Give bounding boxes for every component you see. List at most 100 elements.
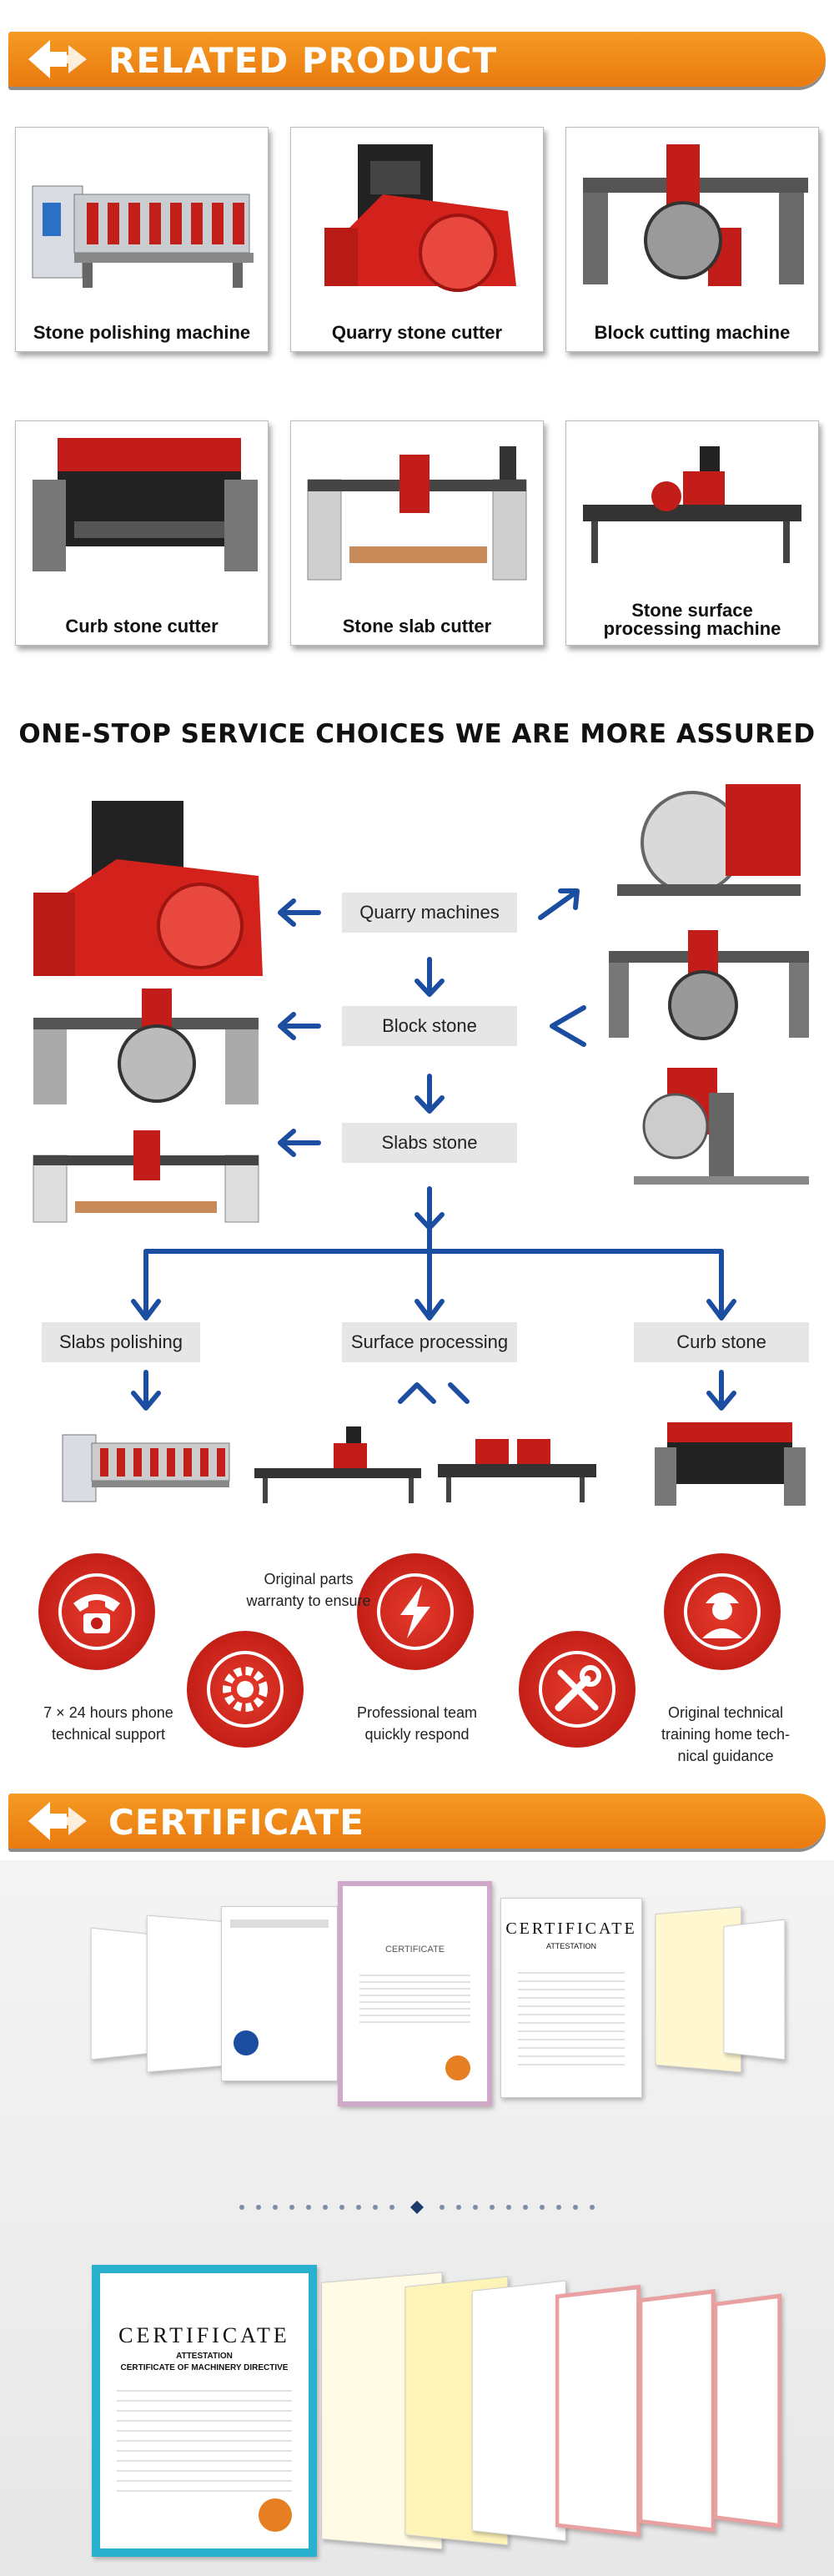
certificate-thumb xyxy=(639,2289,716,2533)
multi-blade-illustration xyxy=(634,1068,809,1185)
arrow-down-icon xyxy=(131,1370,161,1411)
certificate-thumb xyxy=(146,1914,234,2073)
product-label: Stone slab cutter xyxy=(342,616,492,636)
phone-support-text: 7 × 24 hours phone technical support xyxy=(17,1702,200,1745)
arrow-down-icon xyxy=(414,1186,445,1230)
tools-circle xyxy=(519,1631,636,1748)
certificate-thumb xyxy=(723,1919,786,2060)
block-machine-illustration xyxy=(33,989,259,1104)
team-respond-circle xyxy=(357,1553,474,1670)
block-cutting-machine-image xyxy=(583,144,808,286)
certificate-center-title: CERTIFICATE xyxy=(384,1945,445,1955)
product-card-block[interactable]: Block cutting machine xyxy=(565,127,819,352)
stone-slab-cutter-image xyxy=(307,446,527,581)
polishing-illustration xyxy=(62,1434,230,1502)
technician-circle xyxy=(664,1553,781,1670)
banner-bar xyxy=(8,32,826,87)
certificate-thumb xyxy=(471,2280,566,2542)
gear-icon xyxy=(207,1651,284,1728)
surface-illustration-2 xyxy=(438,1439,596,1502)
arrow-up-right-icon xyxy=(538,888,580,920)
flow-step-curb: Curb stone xyxy=(634,1322,809,1362)
certificate-main-title: CERTIFICATE xyxy=(118,2323,290,2347)
certificate-ce-title: CERTIFICATE xyxy=(505,1919,637,1938)
divider-dots xyxy=(239,2201,595,2214)
parts-warranty-circle xyxy=(187,1631,304,1748)
service-line: Original technical xyxy=(667,1704,784,1721)
arrow-down-icon xyxy=(414,1074,445,1114)
wire-saw-illustration xyxy=(617,784,801,896)
certificate-thumb xyxy=(555,2284,641,2538)
service-line: technical support xyxy=(51,1726,166,1743)
certificate-ce-subtitle: ATTESTATION xyxy=(546,1942,596,1950)
arrow-down-icon xyxy=(131,1249,161,1321)
product-label-line: Stone surface xyxy=(631,600,753,621)
team-respond-text: Professional team quickly respond xyxy=(325,1702,509,1745)
certificate-main: CERTIFICATE ATTESTATION CERTIFICATE OF M… xyxy=(92,2265,317,2557)
certificate-gallery: CERTIFICATE CERTIFICATE ATTESTATION CERT… xyxy=(0,1860,834,2576)
certificate-main-subtitle: ATTESTATION xyxy=(176,2352,233,2361)
product-card-polishing[interactable]: Stone polishing machine xyxy=(15,127,269,352)
arrow-down-icon xyxy=(414,957,445,997)
service-line: 7 × 24 hours phone xyxy=(43,1704,173,1721)
curb-stone-cutter-image xyxy=(33,438,258,571)
product-label-line: processing machine xyxy=(603,618,781,639)
arrow-down-icon xyxy=(706,1249,736,1321)
service-line: nical guidance xyxy=(677,1748,774,1764)
arrow-left-icon xyxy=(278,898,321,927)
product-card-curb[interactable]: Curb stone cutter xyxy=(15,420,269,646)
bottom-flow-arrows xyxy=(131,1370,736,1411)
arrow-down-icon xyxy=(706,1370,736,1411)
surface-processing-machine-image xyxy=(583,446,801,563)
training-text: Original technical training home tech- n… xyxy=(634,1702,817,1767)
service-line: warranty to ensure xyxy=(246,1592,371,1609)
product-card-surface[interactable]: Stone surface processing machine xyxy=(565,420,819,646)
certificate-banner: CERTIFICATE xyxy=(8,1787,826,1855)
bracket-arrow-icon xyxy=(550,1005,586,1047)
curb-illustration xyxy=(655,1422,806,1506)
quarry-cutter-image xyxy=(324,144,516,292)
arrow-down-icon xyxy=(414,1249,445,1321)
product-label: Curb stone cutter xyxy=(65,616,219,636)
flow-step-slabs: Slabs stone xyxy=(342,1123,517,1163)
lightning-icon xyxy=(377,1573,454,1650)
section-title: CERTIFICATE xyxy=(108,1802,364,1843)
product-label: Block cutting machine xyxy=(594,322,791,343)
surface-illustration-1 xyxy=(254,1426,421,1503)
arrow-chevrons-icon xyxy=(398,1382,470,1404)
certificate-thumb xyxy=(221,1906,338,2081)
service-line: Original parts xyxy=(264,1571,354,1587)
technician-icon xyxy=(684,1573,761,1650)
service-line: quickly respond xyxy=(364,1726,470,1743)
product-card-quarry[interactable]: Quarry stone cutter xyxy=(290,127,544,352)
product-label-multiline: Stone surface processing machine xyxy=(566,601,818,638)
flow-step-quarry: Quarry machines xyxy=(342,893,517,933)
phone-support-circle xyxy=(38,1553,155,1670)
polishing-machine-image xyxy=(32,185,254,288)
block-cutter-right-illustration xyxy=(609,930,809,1040)
related-product-banner: RELATED PRODUCT xyxy=(8,25,826,93)
certificate-main-subtitle2: CERTIFICATE OF MACHINERY DIRECTIVE xyxy=(120,2363,289,2372)
slab-machine-illustration xyxy=(33,1130,259,1223)
flow-step-block: Block stone xyxy=(342,1006,517,1046)
flow-step-surface: Surface processing xyxy=(342,1322,517,1362)
service-line: Professional team xyxy=(356,1704,478,1721)
arrows-logo-icon xyxy=(28,1802,87,1840)
section-title: RELATED PRODUCT xyxy=(108,40,498,81)
flow-step-polishing: Slabs polishing xyxy=(42,1322,200,1362)
tools-icon xyxy=(539,1651,615,1728)
flow-arrows xyxy=(131,888,736,1321)
arrow-left-icon xyxy=(278,1129,321,1157)
quarry-machine-illustration xyxy=(33,801,263,976)
certificate-center: CERTIFICATE xyxy=(338,1881,492,2106)
product-card-slab[interactable]: Stone slab cutter xyxy=(290,420,544,646)
product-label: Stone polishing machine xyxy=(33,322,251,343)
banner-bar xyxy=(8,1794,826,1849)
flow-title: ONE-STOP SERVICE CHOICES WE ARE MORE ASS… xyxy=(18,719,816,749)
parts-warranty-text: Original parts warranty to ensure xyxy=(217,1568,400,1612)
product-label: Quarry stone cutter xyxy=(331,322,503,343)
certificate-thumb-ce: CERTIFICATE ATTESTATION xyxy=(500,1898,642,2098)
arrow-left-icon xyxy=(278,1012,321,1040)
certificate-thumb xyxy=(714,2293,782,2528)
service-line: training home tech- xyxy=(661,1726,791,1743)
